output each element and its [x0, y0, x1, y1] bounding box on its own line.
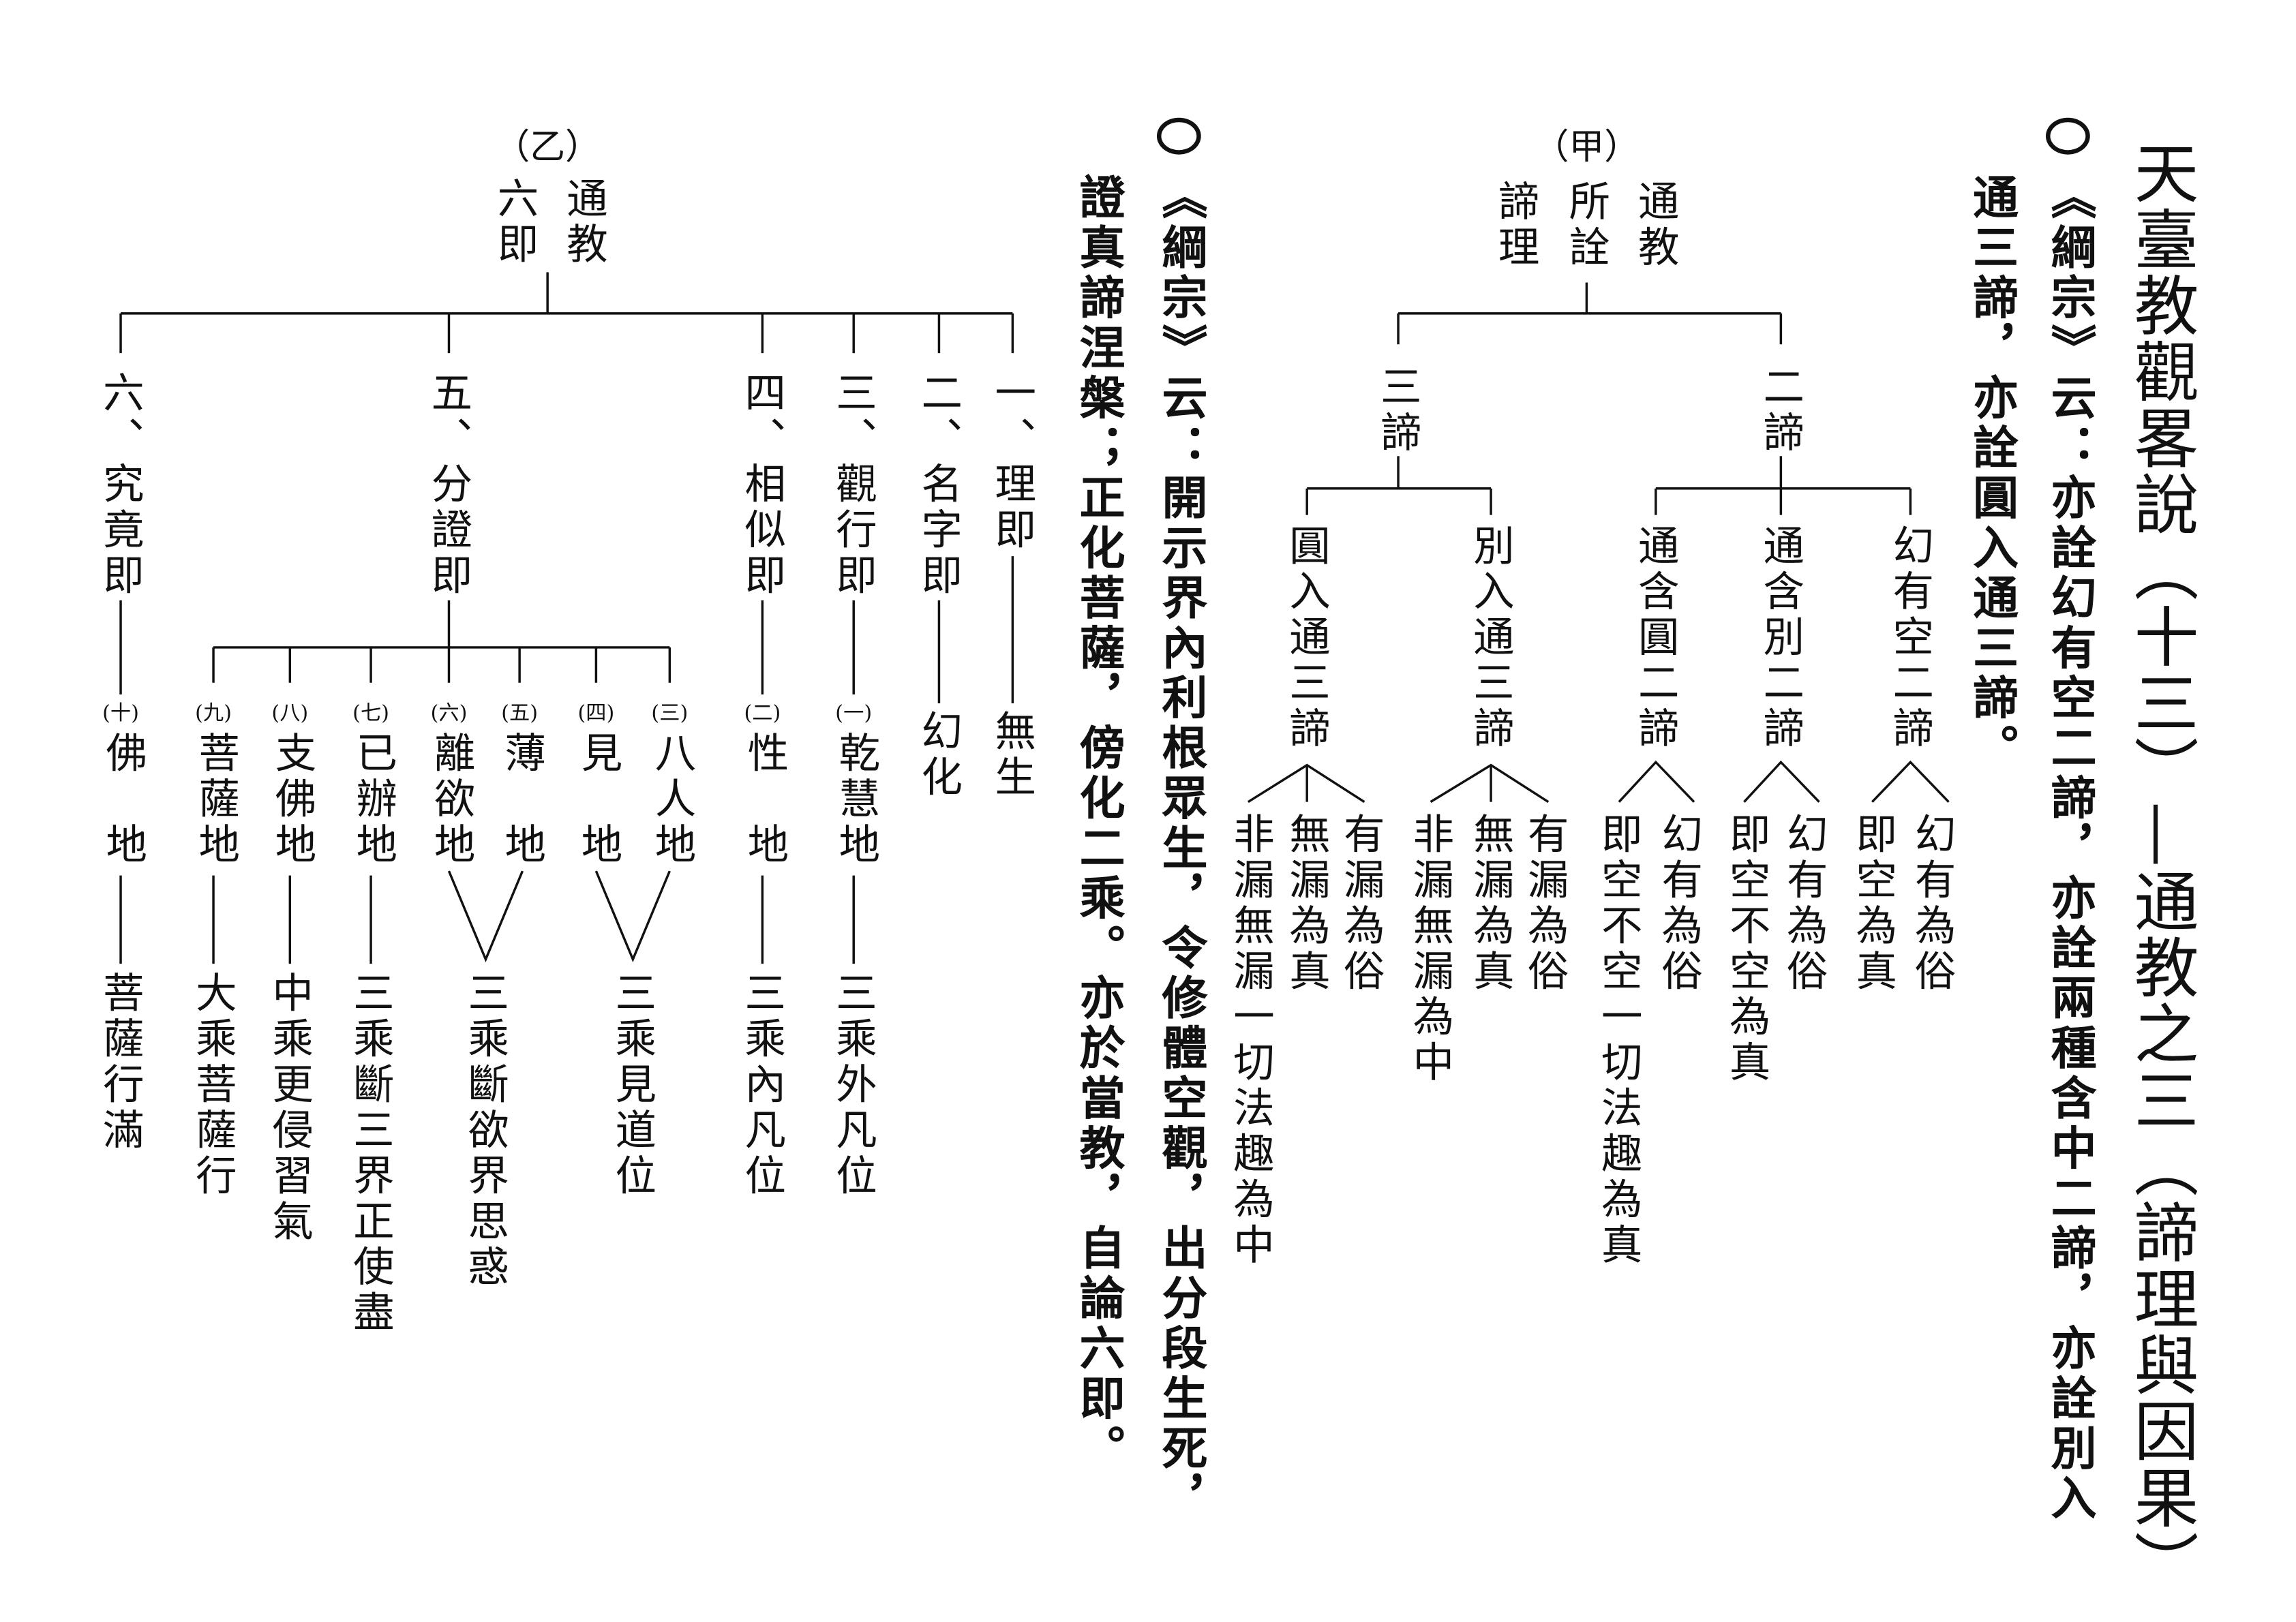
tree-node: 圓入通三諦	[1283, 523, 1332, 752]
stage-result: 三乘見道位	[609, 970, 659, 1199]
bhumi: 菩薩地	[192, 731, 242, 868]
stage-item: 二、名字即	[915, 371, 965, 599]
tree-leaf: 無漏為真	[1467, 812, 1516, 995]
stage-result: 大乘菩薩行	[190, 970, 239, 1199]
connector	[1618, 760, 1695, 803]
stage-number: (七)	[352, 701, 389, 726]
connector	[1871, 760, 1950, 803]
tree-a-header: 通教	[1632, 179, 1681, 271]
tree-leaf: 無漏為真	[1283, 812, 1332, 995]
page-title: 天臺教觀畧說（十三）—通教之三（諦理與因果）	[2122, 140, 2198, 1597]
note1-line2: 通三諦，亦詮圓入通三諦。	[1964, 173, 2017, 774]
stage-number: (五)	[501, 701, 539, 726]
connector	[594, 870, 671, 963]
circle-bullet-icon	[1156, 117, 1201, 155]
tree-b-label: （乙）	[494, 126, 601, 168]
bhumi: 八人地	[649, 731, 698, 868]
stage-number: (十)	[102, 701, 139, 726]
note1-line1: 《綱宗》云：亦詮幻有空二諦，亦詮兩種含中二諦，亦詮別入	[2042, 173, 2096, 1525]
tree-leaf: 幻有為俗	[1655, 812, 1705, 995]
tree-a-label: （甲）	[1533, 126, 1640, 168]
note2-line1: 《綱宗》云：開示界內利根眾生，令修體空觀，出分段生死，	[1153, 173, 1207, 1525]
tree-leaf: 即空為真	[1849, 812, 1899, 995]
stage-number: (一)	[835, 701, 873, 726]
node-two-truths: 二諦	[1757, 365, 1807, 457]
stage-result: 菩薩行滿	[97, 970, 146, 1154]
connector	[1430, 763, 1550, 804]
stage-item: 三、觀行即	[830, 371, 879, 599]
bhumi: 支佛地	[269, 731, 318, 868]
stage-number: (九)	[195, 701, 232, 726]
stage-item: 六、究竟即	[97, 371, 146, 599]
stage-number: (三)	[651, 701, 689, 726]
stage-result: 三乘外凡位	[830, 970, 879, 1199]
tree-leaf: 有漏為俗	[1522, 812, 1571, 995]
circle-bullet-icon	[2046, 117, 2090, 155]
stage-item: 五、分證即	[425, 371, 474, 599]
note2-line2: 證真諦涅槃；正化菩薩，傍化二乘。亦於當教，自論六即。	[1070, 173, 1124, 1475]
tree-node: 幻有空二諦	[1886, 523, 1936, 752]
tree-leaf: 有漏為俗	[1338, 812, 1387, 995]
bhumi: 見 地	[575, 731, 624, 868]
tree-leaf: 幻有為俗	[1781, 812, 1830, 995]
tree-node: 通含別二諦	[1757, 523, 1807, 752]
bhumi: 離欲地	[428, 731, 477, 868]
stage-item: 一、理即	[988, 371, 1038, 553]
stage-leaf: 無生	[988, 709, 1038, 801]
stage-number: (四)	[577, 701, 615, 726]
stage-number: (六)	[430, 701, 468, 726]
bhumi: 性 地	[742, 731, 791, 868]
stage-number: (八)	[271, 701, 309, 726]
stage-result: 中乘更侵習氣	[266, 970, 316, 1245]
connector	[1743, 760, 1820, 803]
stage-result: 三乘斷三界正使盡	[347, 970, 396, 1336]
tree-a-header: 所詮	[1562, 179, 1612, 271]
tree-b-header: 通教	[560, 177, 609, 268]
tree-leaf: 非漏無漏一切法趣為中	[1227, 812, 1276, 1269]
tree-leaf: 非漏無漏為中	[1407, 812, 1456, 1086]
stage-item: 四、相似即	[738, 371, 788, 599]
stage-result: 三乘內凡位	[738, 970, 788, 1199]
tree-leaf: 幻有為俗	[1909, 812, 1958, 995]
bhumi: 已辦地	[350, 731, 399, 868]
stage-number: (二)	[744, 701, 781, 726]
bhumi: 薄 地	[498, 731, 548, 868]
tree-node: 別入通三諦	[1467, 523, 1516, 752]
bhumi: 乾慧地	[832, 731, 882, 868]
bhumi: 佛 地	[100, 731, 149, 868]
tree-leaf: 即空不空為真	[1723, 812, 1772, 1086]
stage-leaf: 幻化	[915, 709, 965, 801]
connector	[447, 870, 524, 963]
tree-b-header: 六即	[492, 177, 541, 268]
node-three-truths: 三諦	[1374, 365, 1423, 457]
tree-node: 通含圓二諦	[1632, 523, 1681, 752]
tree-leaf: 即空不空一切法趣為真	[1595, 812, 1644, 1269]
stage-result: 三乘斷欲界思惑	[462, 970, 511, 1291]
tree-a-header: 諦理	[1492, 179, 1541, 271]
